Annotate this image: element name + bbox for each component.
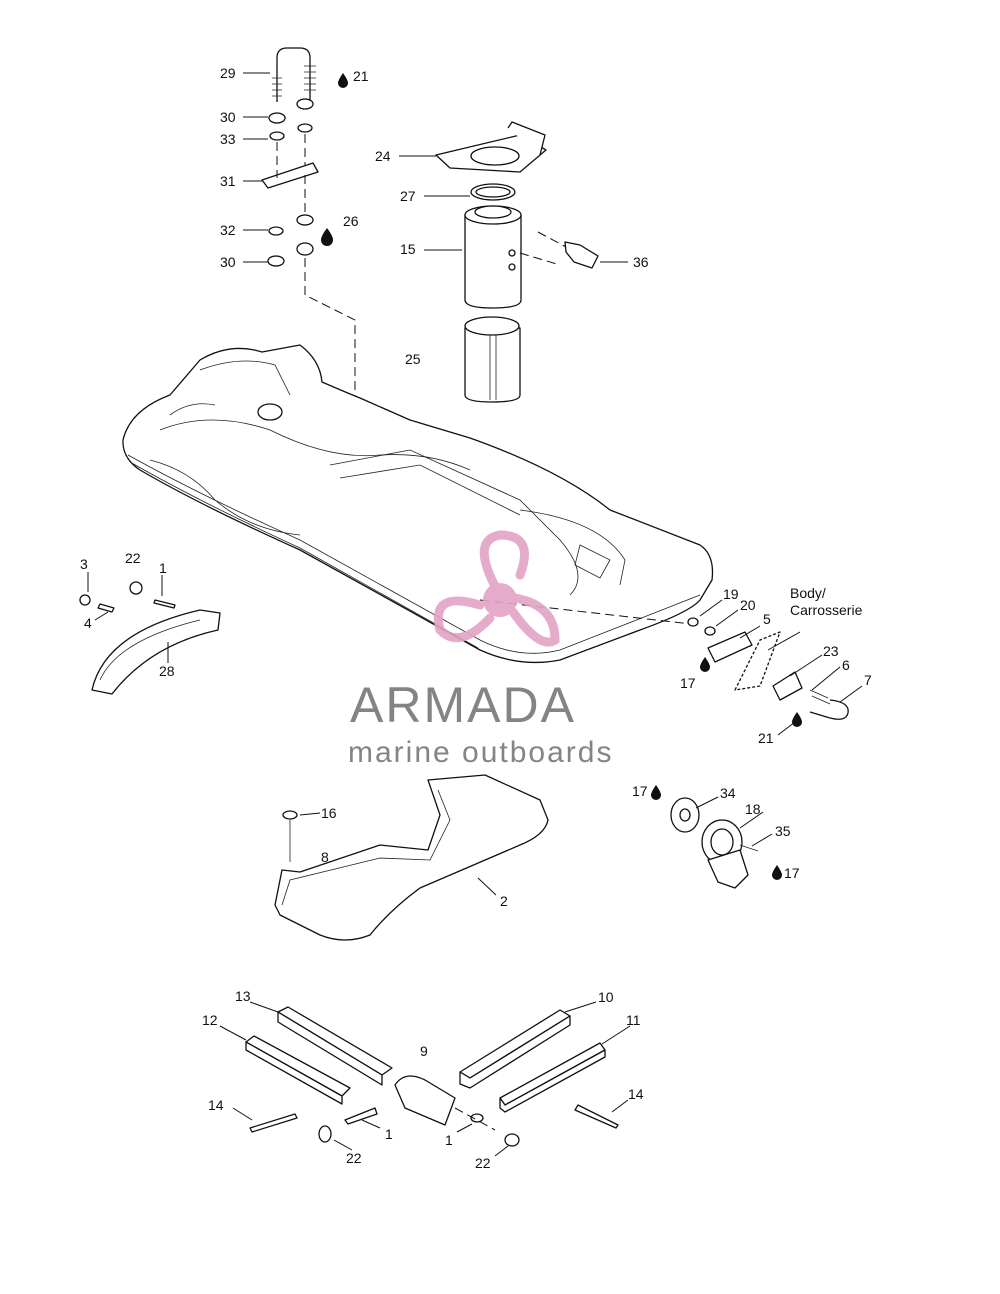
callout-17: 17 — [784, 865, 800, 881]
callout-25: 25 — [405, 351, 421, 367]
callout-35: 35 — [775, 823, 791, 839]
callout-14: 14 — [208, 1097, 224, 1113]
loctite-drop-icon — [772, 865, 782, 880]
callout-17: 17 — [680, 675, 696, 691]
callout-3: 3 — [80, 556, 88, 572]
callout-30: 30 — [220, 109, 236, 125]
grab-handle — [79, 581, 221, 695]
callout-12: 12 — [202, 1012, 218, 1028]
callout-27: 27 — [400, 188, 416, 204]
callout-33: 33 — [220, 131, 236, 147]
callout-4: 4 — [84, 615, 92, 631]
callout-6: 6 — [842, 657, 850, 673]
callout-30: 30 — [220, 254, 236, 270]
floor-mat — [274, 774, 549, 941]
callout-34: 34 — [720, 785, 736, 801]
callout-1: 1 — [445, 1132, 453, 1148]
callout-21: 21 — [758, 730, 774, 746]
callout-1: 1 — [385, 1126, 393, 1142]
callout-28: 28 — [159, 663, 175, 679]
watermark-tagline: marine outboards — [348, 736, 613, 769]
callout-22: 22 — [475, 1155, 491, 1171]
callout-5: 5 — [763, 611, 771, 627]
callout-22: 22 — [346, 1150, 362, 1166]
hull-body — [122, 344, 714, 664]
callout-26: 26 — [343, 213, 359, 229]
callout-2: 2 — [500, 893, 508, 909]
callout-32: 32 — [220, 222, 236, 238]
callout-10: 10 — [598, 989, 614, 1005]
loctite-drop-icon — [792, 712, 802, 727]
callout-14: 14 — [628, 1086, 644, 1102]
callout-15: 15 — [400, 241, 416, 257]
filler-assembly — [435, 121, 599, 403]
callout-17: 17 — [632, 783, 648, 799]
callout-19: 19 — [723, 586, 739, 602]
callout-21: 21 — [353, 68, 369, 84]
callout-31: 31 — [220, 173, 236, 189]
callout-11: 11 — [626, 1012, 641, 1028]
callout-23: 23 — [823, 643, 839, 659]
callout-22: 22 — [125, 550, 141, 566]
callout-18: 18 — [745, 801, 761, 817]
body-label-line2: Carrosserie — [790, 602, 863, 618]
armada-watermark: ARMADA marine outboards — [348, 530, 613, 769]
callout-36: 36 — [633, 254, 649, 270]
watermark-brand: ARMADA — [350, 677, 576, 733]
callout-labels: 29 21 30 33 31 32 26 30 24 27 15 36 25 3… — [80, 65, 872, 1171]
callout-9: 9 — [420, 1043, 428, 1059]
callout-29: 29 — [220, 65, 236, 81]
callout-7: 7 — [864, 672, 872, 688]
rear-bracket-assembly — [687, 617, 849, 727]
callout-16: 16 — [321, 805, 337, 821]
callout-13: 13 — [235, 988, 251, 1004]
callout-24: 24 — [375, 148, 391, 164]
body-label-line1: Body/ — [790, 585, 826, 601]
callout-1: 1 — [159, 560, 167, 576]
drain-plug-assembly — [651, 785, 782, 889]
callout-8: 8 — [321, 849, 329, 865]
loctite-drop-icon — [700, 657, 710, 672]
loctite-drop-icon — [338, 73, 348, 88]
callout-20: 20 — [740, 597, 756, 613]
u-bolt-assembly — [261, 47, 356, 405]
loctite-drop-icon — [651, 785, 661, 800]
leader-lines — [87, 72, 863, 1157]
propeller-icon — [434, 530, 560, 647]
bumper-rails — [245, 1006, 619, 1147]
loctite-drop-icon — [321, 228, 333, 246]
